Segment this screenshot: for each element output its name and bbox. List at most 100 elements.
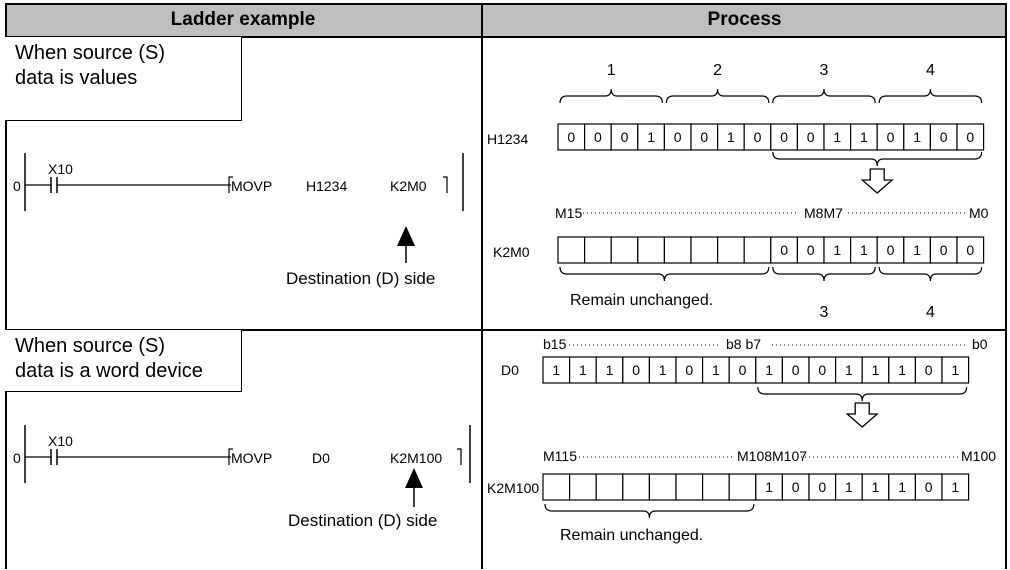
arrow-up-icon	[405, 468, 423, 488]
dest-cell	[717, 236, 745, 264]
range-left-label: M115	[543, 448, 577, 464]
range-right-label: M0	[969, 205, 989, 221]
source-bit: 1	[552, 362, 560, 378]
dest-bit: 0	[818, 479, 826, 495]
group-brace	[559, 88, 663, 104]
source-bit: 0	[925, 362, 933, 378]
source-bit: 1	[913, 129, 921, 145]
source-bit: 1	[951, 362, 959, 378]
source-cell	[956, 123, 985, 151]
lower-byte-brace	[772, 151, 983, 167]
dest-bit: 1	[860, 242, 868, 258]
table-right-border	[1005, 3, 1007, 569]
dest-bit: 1	[845, 479, 853, 495]
dest-cell	[702, 473, 730, 501]
dest-cell	[929, 236, 958, 264]
bottom-group-label: 4	[926, 304, 935, 321]
destination-label: Destination (D) side	[288, 511, 438, 530]
ladder-step-number: 0	[13, 178, 21, 194]
group-brace	[772, 266, 876, 282]
source-cell	[903, 123, 931, 151]
dest-cell	[568, 473, 597, 501]
case-label-word-device: When source (S) data is a word device	[5, 330, 242, 392]
source-cell	[542, 356, 571, 384]
lower-byte-brace	[757, 386, 968, 402]
range-mid-label: M108M107	[737, 448, 807, 464]
dest-device-name: K2M100	[487, 480, 539, 496]
destination-label: Destination (D) side	[286, 269, 436, 288]
case-label-line1: When source (S)	[15, 42, 166, 64]
dest-bit: 0	[966, 242, 974, 258]
dest-bit: 0	[940, 242, 948, 258]
dest-cell	[835, 473, 863, 501]
dest-bit: 0	[780, 242, 788, 258]
source-bit: 1	[898, 362, 906, 378]
source-cell	[914, 356, 943, 384]
arrow-up-icon	[397, 226, 415, 246]
dest-cell	[663, 236, 692, 264]
table-left-border	[5, 3, 7, 569]
column-divider	[481, 3, 483, 569]
source-cell	[850, 123, 878, 151]
ladder-dest-operand: K2M0	[390, 178, 427, 194]
source-bit: 1	[727, 129, 735, 145]
range-left-label: M15	[555, 205, 582, 221]
row-divider	[5, 329, 1007, 331]
dest-bit: 1	[898, 479, 906, 495]
case-label-line2: data is a word device	[15, 360, 203, 382]
source-bit: 1	[712, 362, 720, 378]
dest-bit: 0	[887, 242, 895, 258]
dest-bit: 0	[925, 479, 933, 495]
bottom-group-label: 3	[820, 304, 829, 321]
header-process: Process	[482, 3, 1007, 36]
arrow-down-icon	[860, 168, 894, 194]
source-bit: 1	[833, 129, 841, 145]
source-device-name: H1234	[487, 131, 528, 147]
dest-cell	[648, 473, 677, 501]
source-bit: 1	[845, 362, 853, 378]
dest-cell	[595, 473, 624, 501]
source-bit: 1	[579, 362, 587, 378]
source-bit: 0	[739, 362, 747, 378]
source-bit: 0	[594, 129, 602, 145]
source-bit: 0	[780, 129, 788, 145]
source-cell	[781, 356, 810, 384]
source-cell	[717, 123, 745, 151]
remain-unchanged-label: Remain unchanged.	[560, 527, 703, 544]
bit-range-mid-label: b8 b7	[726, 336, 761, 352]
source-bit: 1	[872, 362, 880, 378]
bit-range-left-label: b15	[543, 336, 567, 352]
remain-brace	[544, 503, 755, 519]
dest-bit: 1	[765, 479, 773, 495]
source-cell	[648, 356, 677, 384]
source-bit: 1	[647, 129, 655, 145]
ladder-contact-label: X10	[48, 161, 73, 177]
ladder-instruction: MOVP	[231, 450, 273, 466]
source-cell	[861, 356, 890, 384]
ladder-step-number: 0	[13, 450, 21, 466]
source-bit: 0	[632, 362, 640, 378]
source-cell	[728, 356, 757, 384]
dest-cell	[888, 473, 916, 501]
source-cell	[796, 123, 825, 151]
source-bit: 0	[792, 362, 800, 378]
source-bit: 0	[966, 129, 974, 145]
group-brace	[878, 88, 983, 104]
source-cell	[595, 356, 624, 384]
source-cell	[823, 123, 852, 151]
dest-cell	[728, 473, 757, 501]
ladder-source-operand: D0	[312, 450, 330, 466]
source-cell	[835, 356, 863, 384]
instruction-table: Ladder example Process When source (S) d…	[5, 3, 1007, 569]
source-device-name: D0	[501, 362, 519, 378]
dest-cell	[796, 236, 825, 264]
source-cell	[702, 356, 730, 384]
source-bit: 0	[754, 129, 762, 145]
dest-bit: 0	[792, 479, 800, 495]
dest-bit: 1	[913, 242, 921, 258]
source-cell	[568, 356, 597, 384]
dest-cell	[914, 473, 943, 501]
dest-cell	[690, 236, 719, 264]
